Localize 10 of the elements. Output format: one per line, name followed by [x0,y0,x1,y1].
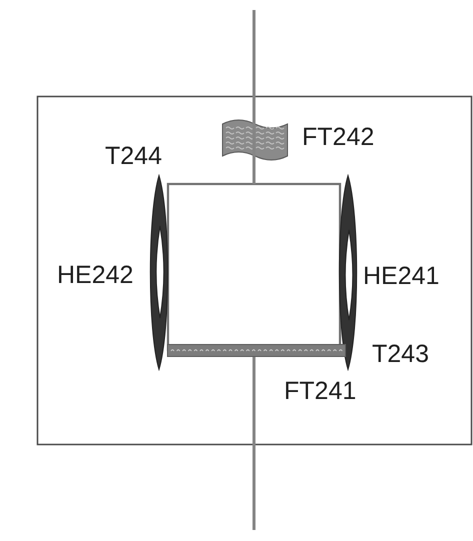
part-label: FT241 [284,379,356,404]
part-label: HE242 [57,263,134,288]
part-label: FT242 [302,125,374,150]
part-label: T244 [105,144,162,169]
part-label: HE241 [363,264,440,289]
wavy-patch [222,119,288,161]
spindle-element [339,175,357,370]
spindle-element [150,175,168,370]
textured-strip [167,344,346,357]
part-label: T243 [372,342,429,367]
